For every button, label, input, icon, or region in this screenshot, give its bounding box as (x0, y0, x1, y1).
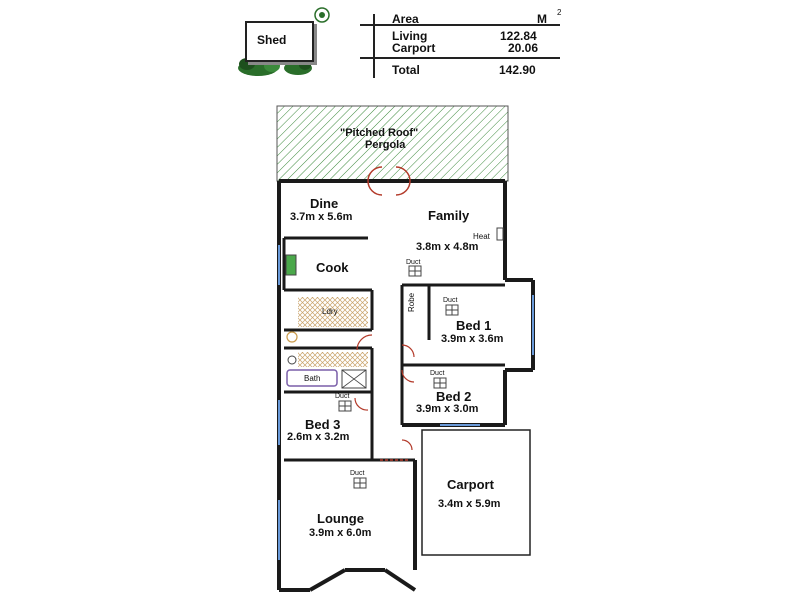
duct-label-bed1: Duct (443, 297, 458, 304)
cook-label: Cook (316, 260, 349, 275)
family-label: Family (428, 208, 470, 223)
ldry-label: Ldry (322, 307, 338, 316)
basin-icon (287, 355, 297, 365)
carport-area-value: 20.06 (508, 41, 539, 55)
area-header: Area (392, 12, 419, 26)
total-value: 142.90 (499, 63, 536, 77)
duct-label-lounge: Duct (350, 470, 365, 477)
bed1-dims: 3.9m x 3.6m (441, 333, 504, 345)
sink-icon (285, 254, 297, 276)
dine-dims: 3.7m x 5.6m (290, 211, 353, 223)
heat-label: Heat (473, 232, 490, 241)
bed3-label: Bed 3 (305, 417, 341, 432)
heater-icon (496, 227, 504, 241)
double-door-icon (367, 166, 411, 196)
lounge-label: Lounge (317, 511, 364, 526)
pergola-area (276, 105, 509, 182)
interior-walls (282, 236, 505, 462)
door-swings (354, 334, 415, 451)
dine-label: Dine (310, 196, 339, 211)
pergola-label-line2: Pergola (365, 139, 406, 151)
unit-superscript: 2 (557, 8, 562, 17)
duct-grille-icon (338, 265, 459, 489)
shed-box (245, 21, 314, 62)
shed-label: Shed (257, 33, 287, 47)
bath-floor (298, 352, 368, 367)
bed3-dims: 2.6m x 3.2m (287, 431, 350, 443)
pergola-label-line1: "Pitched Roof" (340, 127, 419, 139)
bathtub-icon (286, 369, 338, 387)
duct-label-family: Duct (406, 259, 421, 266)
bed2-label: Bed 2 (436, 389, 472, 404)
shower-icon (341, 369, 367, 389)
bed1-label: Bed 1 (456, 318, 492, 333)
unit-header: M (537, 12, 547, 26)
toilet-icon (286, 331, 298, 343)
carport-area-label: Carport (392, 41, 436, 55)
family-dims: 3.8m x 4.8m (416, 241, 479, 253)
shrub-icon (314, 7, 330, 23)
carport-outline (421, 429, 531, 556)
laundry-floor (298, 297, 368, 327)
windows (278, 245, 534, 560)
living-value: 122.84 (500, 29, 537, 43)
lounge-dims: 3.9m x 6.0m (309, 527, 372, 539)
duct-label-bed3: Duct (335, 393, 350, 400)
bed2-dims: 3.9m x 3.0m (416, 403, 479, 415)
total-label: Total (392, 63, 420, 77)
duct-label-bed2: Duct (430, 370, 445, 377)
robe-label: Robe (407, 292, 416, 312)
carport-dims: 3.4m x 5.9m (438, 498, 501, 510)
living-label: Living (392, 29, 428, 43)
bath-label: Bath (304, 374, 321, 383)
area-table-lines (360, 14, 560, 78)
carport-label: Carport (447, 477, 494, 492)
